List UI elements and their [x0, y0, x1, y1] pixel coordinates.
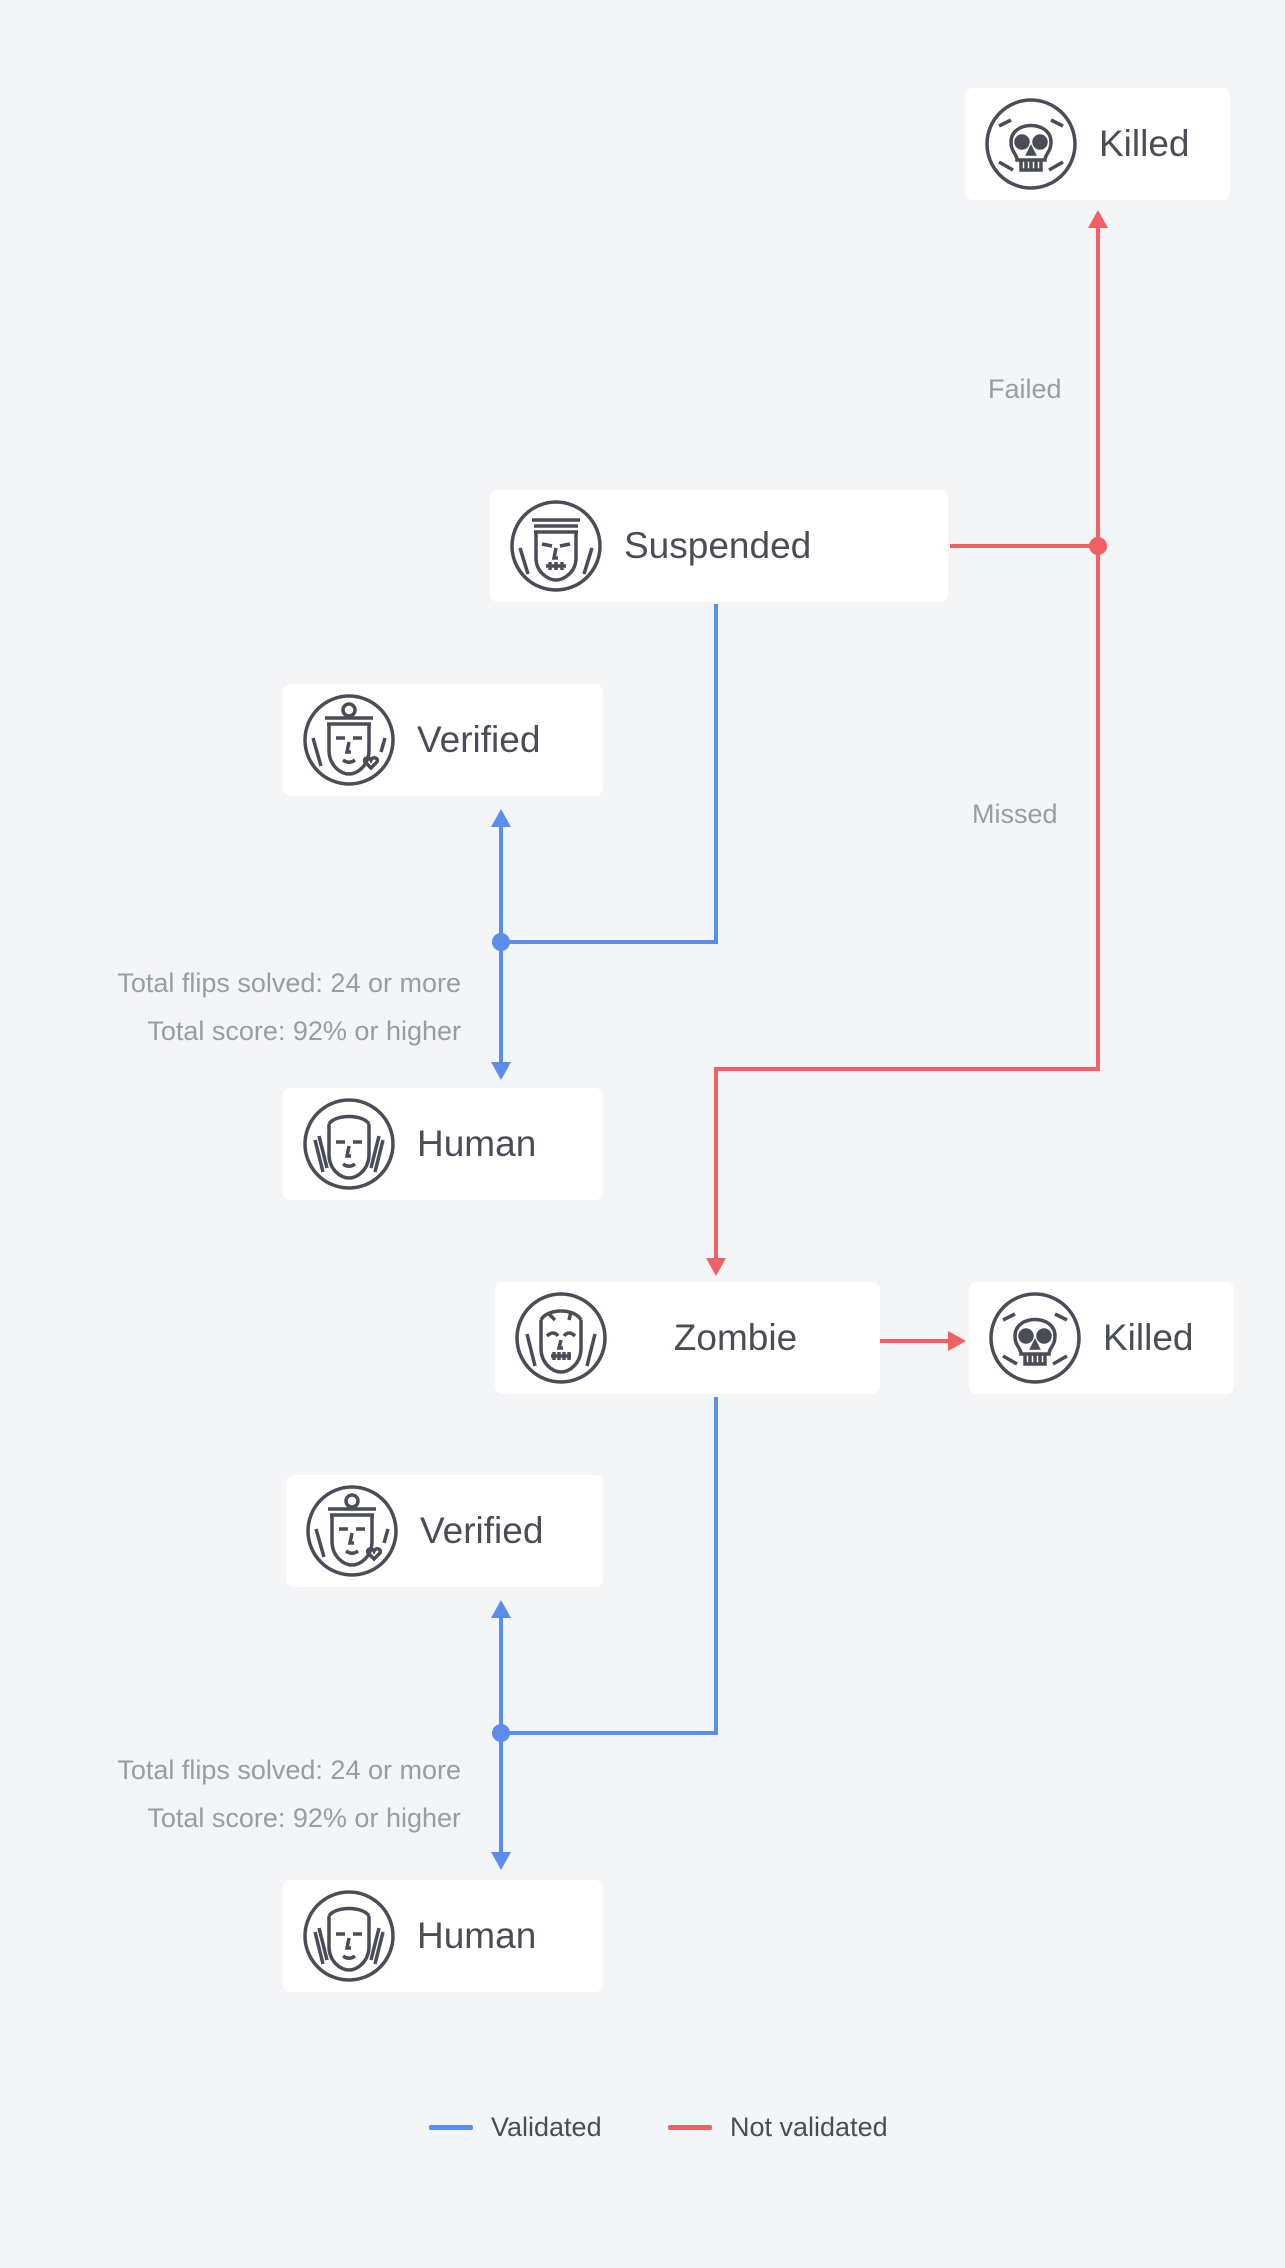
- node-label: Human: [417, 1915, 537, 1956]
- node-verified-1: Verified: [283, 684, 603, 796]
- edge-missed-to-zombie: [714, 546, 1100, 1262]
- legend-swatch-not-validated: [668, 2125, 712, 2130]
- verified-face-icon: [301, 692, 397, 788]
- human-face-icon: [301, 1096, 397, 1192]
- node-label: Killed: [1099, 123, 1190, 164]
- skull-icon: [983, 96, 1079, 192]
- node-human-1: Human: [283, 1088, 603, 1200]
- arrow-head-zombie: [706, 1258, 726, 1276]
- criteria-score-1: Total score: 92% or higher: [147, 1016, 461, 1046]
- edge-label-failed: Failed: [988, 374, 1062, 404]
- node-killed-top: Killed: [965, 88, 1230, 200]
- node-zombie: Zombie: [495, 1282, 880, 1394]
- criteria-flips-1: Total flips solved: 24 or more: [117, 968, 461, 998]
- legend-validated: Validated: [429, 2112, 602, 2143]
- legend-swatch-validated: [429, 2125, 473, 2130]
- arrow-head-human-2: [491, 1852, 511, 1870]
- junction-dot-blue-2: [492, 1724, 510, 1742]
- node-label: Human: [417, 1123, 537, 1164]
- suspended-face-icon: [508, 498, 604, 594]
- node-human-2: Human: [283, 1880, 603, 1992]
- edge-label-missed: Missed: [972, 799, 1058, 829]
- node-verified-2: Verified: [286, 1475, 603, 1587]
- node-suspended: Suspended: [490, 490, 948, 602]
- node-label: Zombie: [673, 1317, 798, 1358]
- human-face-icon: [301, 1888, 397, 1984]
- arrow-head-human-1: [491, 1062, 511, 1080]
- edge-suspended-down: [501, 604, 718, 944]
- legend-not-validated: Not validated: [668, 2112, 888, 2143]
- node-killed-right: Killed: [969, 1282, 1234, 1394]
- legend-label-validated: Validated: [491, 2112, 602, 2142]
- criteria-score-2: Total score: 92% or higher: [147, 1803, 461, 1833]
- node-label: Verified: [420, 1510, 544, 1551]
- arrow-head-verified-1: [491, 809, 511, 827]
- arrow-head-verified-2: [491, 1600, 511, 1618]
- criteria-flips-2: Total flips solved: 24 or more: [117, 1755, 461, 1785]
- arrow-head-killed-right: [948, 1331, 966, 1351]
- legend-label-not-validated: Not validated: [730, 2112, 888, 2142]
- junction-dot-blue-1: [492, 933, 510, 951]
- skull-icon: [987, 1290, 1083, 1386]
- node-label: Suspended: [624, 525, 812, 566]
- edge-zombie-down: [501, 1397, 718, 1735]
- junction-dot-red: [1089, 537, 1107, 555]
- arrow-head-killed-top: [1088, 210, 1108, 228]
- node-label: Killed: [1103, 1317, 1194, 1358]
- zombie-face-icon: [513, 1290, 609, 1386]
- verified-face-icon: [304, 1483, 400, 1579]
- node-label: Verified: [417, 719, 541, 760]
